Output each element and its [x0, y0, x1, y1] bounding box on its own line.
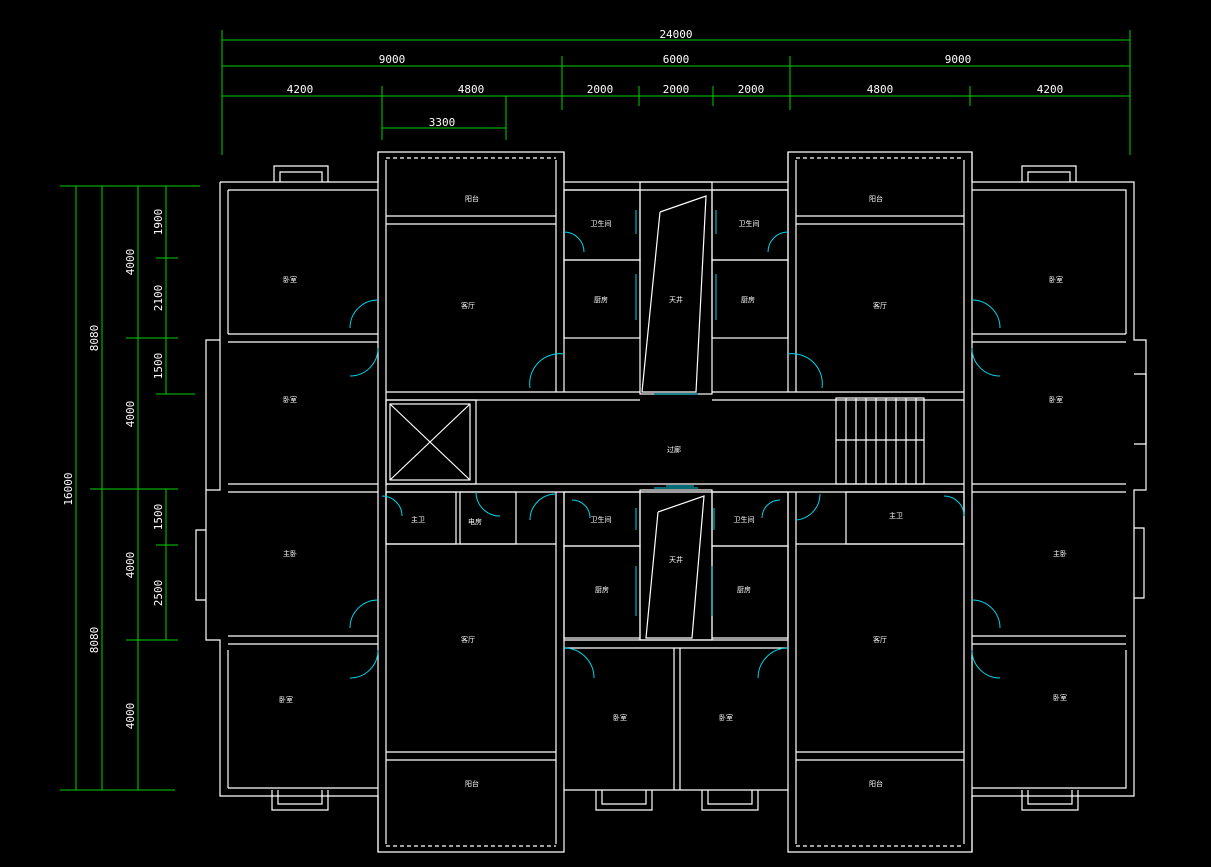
dim-top-total: 24000: [659, 28, 692, 41]
dim-left-row3-1: 4000: [124, 401, 137, 428]
dim-top-row3-4: 2000: [738, 83, 765, 96]
label-bath-1: 卫生间: [591, 219, 612, 228]
dim-left-row2-1: 8080: [88, 627, 101, 654]
staircase: [835, 397, 925, 485]
label-bedroom-5: 卧室: [279, 695, 293, 704]
label-kitchen-4: 厨房: [737, 585, 751, 594]
label-bath-3: 卫生间: [591, 515, 612, 524]
top-dimensions: 24000 9000 6000 9000 4200 4800 2000 2000…: [221, 28, 1131, 155]
label-master-bedroom-w: 主卧: [283, 549, 297, 558]
label-living-nw: 客厅: [461, 301, 475, 310]
dim-top-row2-1: 6000: [663, 53, 690, 66]
label-shaft-top: 天井: [669, 295, 683, 304]
walls: [195, 151, 1147, 853]
label-master-bedroom-e: 主卧: [1053, 549, 1067, 558]
label-bedroom-7: 卧室: [613, 713, 627, 722]
dim-top-row4-0: 3300: [429, 116, 456, 129]
dim-left-total: 16000: [62, 472, 75, 505]
label-balcony-ne: 阳台: [869, 194, 883, 203]
label-elevator-room: 电房: [468, 517, 482, 526]
dim-top-row3-5: 4800: [867, 83, 894, 96]
label-kitchen-2: 厨房: [741, 295, 755, 304]
room-labels: 阳台 阳台 阳台 阳台 卧室 卧室 卧室 卧室 卧室 卧室 卧室 卧室 主卧 主…: [279, 194, 1067, 788]
dim-top-row3-0: 4200: [287, 83, 314, 96]
label-corridor: 过廊: [667, 445, 681, 454]
dim-left-row4-0: 1900: [152, 209, 165, 236]
label-bedroom-3: 卧室: [1049, 275, 1063, 284]
label-balcony-sw: 阳台: [465, 779, 479, 788]
dim-top-row3-2: 2000: [587, 83, 614, 96]
label-living-se: 客厅: [873, 635, 887, 644]
label-master-bath-w: 主卫: [411, 515, 425, 524]
left-dimensions: 16000 8080 8080 4000 4000 4000 4000 1900…: [60, 185, 200, 791]
label-living-ne: 客厅: [873, 301, 887, 310]
dim-top-row2-2: 9000: [945, 53, 972, 66]
dim-left-row3-3: 4000: [124, 703, 137, 730]
label-balcony-nw: 阳台: [465, 194, 479, 203]
dim-left-row4-2: 1500: [152, 353, 165, 380]
doors: [349, 210, 1001, 679]
dim-left-row3-2: 4000: [124, 552, 137, 579]
dim-top-row3-3: 2000: [663, 83, 690, 96]
dim-left-row4-1: 2100: [152, 285, 165, 312]
label-kitchen-3: 厨房: [595, 585, 609, 594]
dim-top-row3-6: 4200: [1037, 83, 1064, 96]
dim-left-row3-0: 4000: [124, 249, 137, 276]
label-bedroom-6: 卧室: [1053, 693, 1067, 702]
label-bedroom-2: 卧室: [283, 395, 297, 404]
dim-left-row4-3: 1500: [152, 504, 165, 531]
label-bedroom-1: 卧室: [283, 275, 297, 284]
label-bath-2: 卫生间: [739, 219, 760, 228]
label-living-sw: 客厅: [461, 635, 475, 644]
dim-left-row4-4: 2500: [152, 580, 165, 607]
label-kitchen-1: 厨房: [594, 295, 608, 304]
label-bath-4: 卫生间: [734, 515, 755, 524]
label-master-bath-e: 主卫: [889, 511, 903, 520]
dim-top-row2-0: 9000: [379, 53, 406, 66]
label-bedroom-8: 卧室: [719, 713, 733, 722]
dim-top-row3-1: 4800: [458, 83, 485, 96]
label-shaft-bottom: 天井: [669, 555, 683, 564]
label-bedroom-4: 卧室: [1049, 395, 1063, 404]
label-balcony-se: 阳台: [869, 779, 883, 788]
dim-left-row2-0: 8080: [88, 325, 101, 352]
